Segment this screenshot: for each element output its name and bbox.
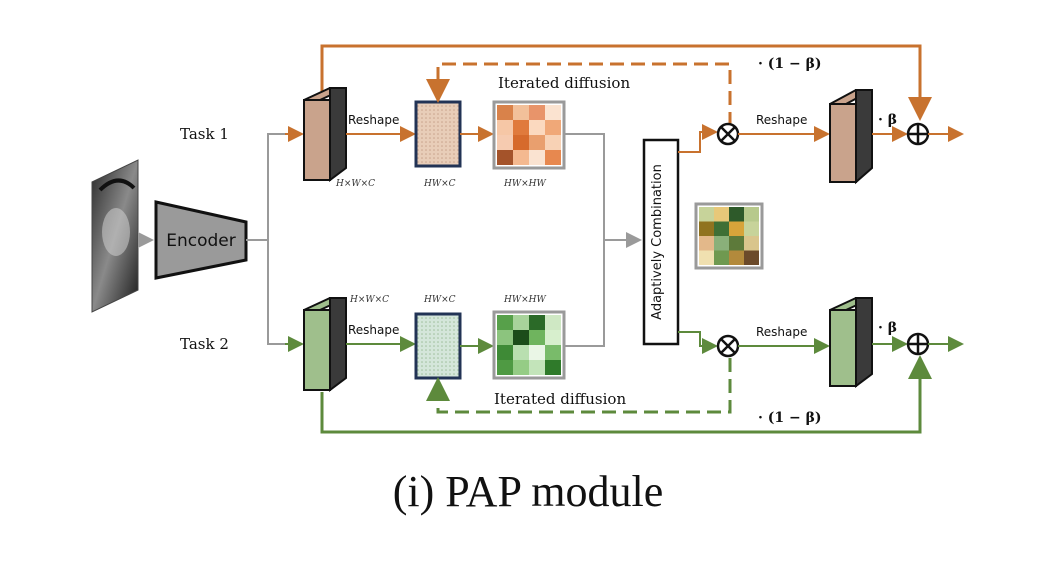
task1-iterated-diffusion-loop [426,62,732,126]
matrix-cell [529,105,545,120]
matrix-cell [714,221,729,236]
matrix-cell [545,330,561,345]
figure-caption: (i) PAP module [392,467,664,516]
matrix-cell [529,360,545,375]
matrix-cell [729,221,744,236]
task2-dim-hwc: H×W×C [349,295,389,305]
task1-hwc-matrix [414,100,462,168]
task1-label: Task 1 [180,125,229,143]
matrix-cell [529,315,545,330]
task1-output-reshape-label: Reshape [756,113,807,127]
matrix-cell [545,120,561,135]
matrix-cell [497,315,513,330]
task2-iterated-diffusion-label: Iterated diffusion [494,390,626,408]
matrix-cell [545,315,561,330]
matrix-cell [513,150,529,165]
matrix-cell [729,236,744,251]
split-line-task2 [267,240,300,345]
combination-to-task1 [678,124,718,153]
adaptive-combination-block: Adaptively Combination [642,138,680,346]
matrix-cell [699,250,714,265]
task2-to-combination [564,240,605,347]
task2-hwc-matrix [414,312,462,380]
task2-output-feature-map [829,297,873,388]
matrix-cell [744,221,759,236]
matrix-cell [497,120,513,135]
task2-dim-hw-hw: HW×HW [503,295,546,305]
task1-to-combination [564,133,605,240]
task2-beta-label: · β [878,320,897,336]
matrix-cell [714,236,729,251]
task2-label: Task 2 [180,335,229,353]
task1-iterated-diffusion-label: Iterated diffusion [498,74,630,92]
encoder-block: Encoder [154,200,248,280]
task1-one-minus-beta: · (1 − β) [758,56,822,72]
matrix-cell [513,105,529,120]
matrix-cell [529,135,545,150]
task2-reshape-label: Reshape [348,323,399,337]
matrix-cell [497,105,513,120]
matrix-cell [545,135,561,150]
matrix-cell [699,221,714,236]
matrix-cell [529,345,545,360]
matrix-cell [513,330,529,345]
task1-dim-hw-hw: HW×HW [503,179,546,189]
task1-output-feature-map [829,89,873,185]
matrix-cell [729,207,744,222]
task1-reshape-label: Reshape [348,113,399,127]
matrix-cell [545,345,561,360]
combination-to-task2 [678,331,718,354]
matrix-cell [497,345,513,360]
adaptive-combination-label: Adaptively Combination [650,164,665,320]
matrix-cell [744,236,759,251]
matrix-cell [513,360,529,375]
task2-multiply-operator [716,334,740,358]
matrix-cell [529,120,545,135]
input-face-image [91,159,139,313]
task1-skip-connection [320,44,932,121]
task2-affinity-matrix [492,310,566,380]
task2-feature-map [303,297,347,392]
matrix-cell [714,207,729,222]
task1-dim-hwc: H×W×C [335,179,375,189]
matrix-cell [497,150,513,165]
matrix-cell [529,330,545,345]
matrix-cell [513,345,529,360]
task1-feature-map [303,87,347,182]
task1-multiply-operator [716,122,740,146]
task2-output-reshape-label: Reshape [756,325,807,339]
encoder-label: Encoder [166,231,236,251]
matrix-cell [699,236,714,251]
matrix-cell [545,105,561,120]
task1-dim-hw-c: HW×C [423,179,456,189]
task2-dim-hw-c: HW×C [423,295,456,305]
task1-add-operator [906,122,930,146]
matrix-cell [497,360,513,375]
matrix-cell [513,315,529,330]
matrix-cell [513,135,529,150]
matrix-cell [545,150,561,165]
matrix-cell [513,120,529,135]
task2-one-minus-beta: · (1 − β) [758,410,822,426]
task2-add-operator [906,332,930,356]
matrix-cell [744,250,759,265]
task2-iterated-diffusion-loop [426,358,732,414]
matrix-cell [699,207,714,222]
task1-affinity-matrix [492,100,566,170]
matrix-cell [545,360,561,375]
matrix-cell [497,330,513,345]
task1-beta-label: · β [878,112,897,128]
combined-affinity-matrix [694,202,764,270]
matrix-cell [497,135,513,150]
task2-skip-connection [320,355,932,434]
split-line-task1 [267,133,300,240]
matrix-cell [529,150,545,165]
matrix-cell [729,250,744,265]
matrix-cell [744,207,759,222]
matrix-cell [714,250,729,265]
